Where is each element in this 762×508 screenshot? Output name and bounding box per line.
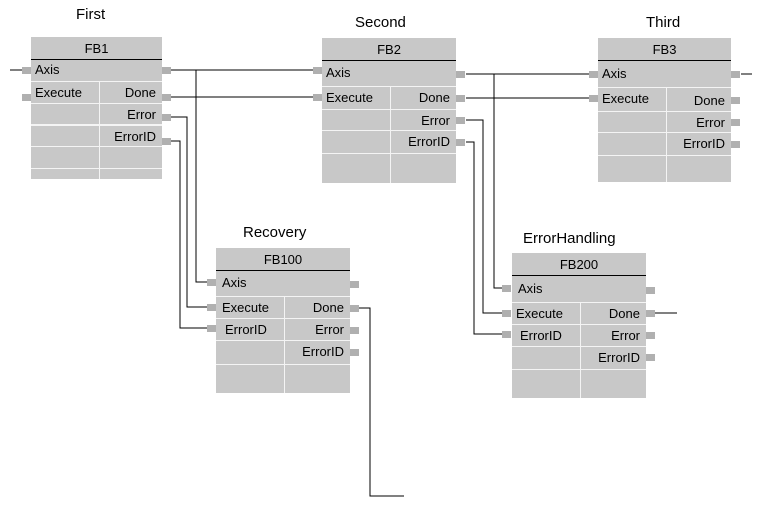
wire-axis-to-fb100 xyxy=(195,70,207,283)
block-type-fb100: FB100 xyxy=(263,251,303,267)
output-errorid-label: ErrorID xyxy=(408,134,450,149)
pin-fb2-execute-in[interactable] xyxy=(313,94,322,101)
input-axis-label: Axis xyxy=(35,62,60,77)
output-done-label: Done xyxy=(608,306,640,321)
output-errorid-label: ErrorID xyxy=(598,350,640,365)
wire-fb1-errorid-to-fb100-errorid xyxy=(170,140,207,329)
pin-fb1-axis-in[interactable] xyxy=(22,67,31,74)
output-errorid-label: ErrorID xyxy=(302,344,344,359)
input-execute-label: Execute xyxy=(326,90,373,105)
pin-fb3-axis-in[interactable] xyxy=(589,71,598,78)
output-error-label: Error xyxy=(421,113,450,128)
instance-name-third: Third xyxy=(646,14,681,31)
output-errorid-label: ErrorID xyxy=(683,136,725,151)
pin-fb100-error-out[interactable] xyxy=(350,327,359,334)
block-type-fb2: FB2 xyxy=(377,41,401,57)
wire-fb1-error-to-fb100-execute xyxy=(170,116,207,308)
function-block-fb3[interactable]: FB3 Axis Execute Done Error ErrorID xyxy=(598,38,731,182)
pin-fb1-errorid-out[interactable] xyxy=(162,138,171,145)
pin-fb100-errorid-out[interactable] xyxy=(350,349,359,356)
input-execute-label: Execute xyxy=(222,300,269,315)
output-error-label: Error xyxy=(127,107,156,122)
pin-fb100-errorid-in[interactable] xyxy=(207,325,216,332)
output-error-label: Error xyxy=(696,115,725,130)
input-execute-label: Execute xyxy=(35,85,82,100)
pin-fb200-error-out[interactable] xyxy=(646,332,655,339)
output-done-label: Done xyxy=(418,90,450,105)
pin-fb100-done-out[interactable] xyxy=(350,305,359,312)
pin-fb100-execute-in[interactable] xyxy=(207,304,216,311)
function-block-fb2[interactable]: FB2 Axis Execute Done Error ErrorID xyxy=(322,38,456,183)
block-type-fb200: FB200 xyxy=(559,256,599,272)
instance-name-second: Second xyxy=(355,14,406,31)
input-execute-label: Execute xyxy=(602,91,649,106)
pin-fb3-done-out[interactable] xyxy=(731,97,740,104)
pin-fb3-execute-in[interactable] xyxy=(589,95,598,102)
pin-fb2-axis-out[interactable] xyxy=(456,71,465,78)
wire-axis-to-fb200 xyxy=(493,74,502,289)
pin-fb200-axis-in[interactable] xyxy=(502,285,511,292)
pin-fb200-errorid-in[interactable] xyxy=(502,331,511,338)
block-type-fb1: FB1 xyxy=(84,40,109,56)
instance-name-recovery: Recovery xyxy=(243,224,307,241)
input-execute-label: Execute xyxy=(516,306,563,321)
function-block-fb100[interactable]: FB100 Axis Execute Done ErrorID Error Erro… xyxy=(216,248,350,393)
pin-fb1-done-out[interactable] xyxy=(162,94,171,101)
output-error-label: Error xyxy=(315,322,344,337)
function-block-fb1[interactable]: FB1 Axis Execute Done Error ErrorID xyxy=(31,37,162,179)
pin-fb200-done-out[interactable] xyxy=(646,310,655,317)
input-axis-label: Axis xyxy=(602,66,627,81)
wire-fb2-errorid-to-fb200-errorid xyxy=(466,141,502,335)
pin-fb200-errorid-out[interactable] xyxy=(646,354,655,361)
instance-name-errorhandling: ErrorHandling xyxy=(523,230,616,247)
wire-fb100-done-out xyxy=(358,307,404,497)
pin-fb2-errorid-out[interactable] xyxy=(456,139,465,146)
input-errorid-label: ErrorID xyxy=(225,322,267,337)
output-done-label: Done xyxy=(312,300,344,315)
pin-fb1-error-out[interactable] xyxy=(162,114,171,121)
input-axis-label: Axis xyxy=(222,275,247,290)
input-axis-label: Axis xyxy=(518,281,543,296)
pin-fb3-axis-out[interactable] xyxy=(731,71,740,78)
pin-fb2-axis-in[interactable] xyxy=(313,67,322,74)
pin-fb1-execute-in[interactable] xyxy=(22,94,31,101)
pin-fb200-execute-in[interactable] xyxy=(502,310,511,317)
block-type-fb3: FB3 xyxy=(652,41,677,57)
pin-fb1-axis-out[interactable] xyxy=(162,67,171,74)
pin-fb2-error-out[interactable] xyxy=(456,117,465,124)
input-axis-label: Axis xyxy=(326,65,351,80)
output-done-label: Done xyxy=(124,85,156,100)
pin-fb200-axis-out[interactable] xyxy=(646,287,655,294)
pin-fb100-axis-in[interactable] xyxy=(207,279,216,286)
pin-fb3-error-out[interactable] xyxy=(731,119,740,126)
instance-name-first: First xyxy=(76,6,106,23)
output-errorid-label: ErrorID xyxy=(114,129,156,144)
pin-fb100-axis-out[interactable] xyxy=(350,281,359,288)
output-error-label: Error xyxy=(611,328,640,343)
function-block-fb200[interactable]: FB200 Axis Execute Done ErrorID Error Erro… xyxy=(512,253,646,398)
pin-fb3-errorid-out[interactable] xyxy=(731,141,740,148)
pin-fb2-done-out[interactable] xyxy=(456,95,465,102)
output-done-label: Done xyxy=(693,93,725,108)
wire-fb2-error-to-fb200-execute xyxy=(466,119,502,314)
input-errorid-label: ErrorID xyxy=(520,328,562,343)
